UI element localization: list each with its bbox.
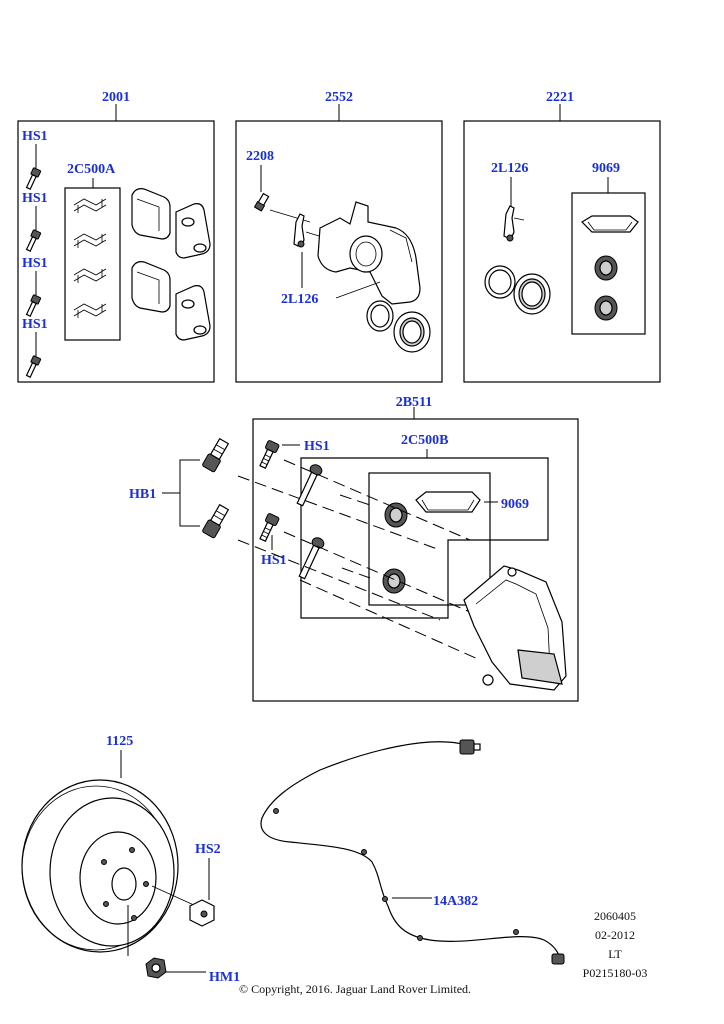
bolt-icon	[202, 503, 230, 539]
caliper-carrier-icon	[463, 565, 567, 691]
callout-hs1[interactable]: HS1	[22, 256, 48, 271]
sensor-probe-icon	[551, 953, 565, 965]
callout-hs1[interactable]: HS1	[304, 439, 330, 454]
hb1-bolt-group: HB1	[129, 437, 230, 539]
bolt-icon	[202, 437, 230, 473]
dust-boot-icon	[382, 502, 408, 594]
seal-ring-icon	[366, 300, 431, 353]
callout-hb1[interactable]: HB1	[129, 487, 156, 502]
callout-1125[interactable]: 1125	[106, 734, 133, 749]
callout-2c500b[interactable]: 2C500B	[401, 433, 448, 448]
dust-boot-icon	[594, 255, 618, 321]
clip-icon	[73, 198, 107, 318]
reference-line: P0215180-03	[583, 966, 648, 980]
callout-14a382[interactable]: 14A382	[433, 894, 478, 909]
panel-2552: 2552 2208 2L126	[235, 90, 443, 383]
callout-hs1[interactable]: HS1	[22, 129, 48, 144]
guide-pin-icon	[296, 464, 323, 507]
brake-disc-icon	[21, 779, 179, 953]
screw-icon	[25, 294, 42, 317]
nut-icon	[145, 957, 167, 979]
bracket-clip-icon	[503, 205, 525, 242]
screw-icon	[25, 355, 42, 378]
brake-pad-icon	[131, 188, 211, 341]
brake-disc-group: 1125 HS2 HM1	[21, 734, 240, 985]
callout-hs1[interactable]: HS1	[22, 317, 48, 332]
callout-9069[interactable]: 9069	[592, 161, 620, 176]
panel-2b511: 2B511 HS1 HS1 2C500B	[237, 395, 579, 702]
bracket-clip-icon	[293, 213, 305, 248]
sensor-cable-icon	[260, 741, 561, 961]
callout-2l126[interactable]: 2L126	[281, 292, 318, 307]
callout-hs1[interactable]: HS1	[22, 191, 48, 206]
seal-ring-icon	[484, 265, 551, 315]
callout-2l126[interactable]: 2L126	[491, 161, 528, 176]
panel-2221: 2221 2L126 9069	[463, 90, 661, 383]
callout-9069[interactable]: 9069	[501, 497, 529, 512]
callout-2c500a[interactable]: 2C500A	[67, 162, 116, 177]
caliper-icon	[317, 201, 421, 305]
hs1-screw-group: HS1 HS1 HS1 HS1	[22, 129, 48, 378]
screw-icon	[25, 167, 42, 190]
callout-hs2[interactable]: HS2	[195, 842, 221, 857]
sensor-connector-icon	[459, 739, 481, 755]
callout-2208[interactable]: 2208	[246, 149, 274, 164]
reference-line: 02-2012	[595, 928, 635, 942]
screw-icon	[25, 229, 42, 252]
copyright-text: © Copyright, 2016. Jaguar Land Rover Lim…	[239, 982, 471, 996]
guide-pin-icon	[298, 537, 325, 580]
reference-block: 2060405 02-2012 LT P0215180-03	[583, 909, 648, 980]
bolt-icon	[259, 440, 280, 470]
disc-screw-icon	[189, 899, 215, 927]
reference-line: LT	[608, 947, 622, 961]
wear-sensor-group: 14A382	[260, 739, 565, 965]
bolt-icon	[259, 513, 280, 543]
callout-2221[interactable]: 2221	[546, 90, 574, 105]
callout-2001[interactable]: 2001	[102, 90, 130, 105]
panel-2001: 2001 HS1 HS1 HS1 HS1	[17, 90, 215, 383]
callout-2552[interactable]: 2552	[325, 90, 353, 105]
reference-line: 2060405	[594, 909, 636, 923]
callout-2b511[interactable]: 2B511	[396, 395, 433, 410]
assembly-lines	[237, 459, 481, 661]
callout-hs1[interactable]: HS1	[261, 553, 287, 568]
callout-hm1[interactable]: HM1	[209, 970, 240, 985]
bleed-screw-icon	[253, 192, 270, 212]
grease-sachet-icon	[415, 491, 481, 513]
grease-sachet-icon	[581, 215, 639, 233]
